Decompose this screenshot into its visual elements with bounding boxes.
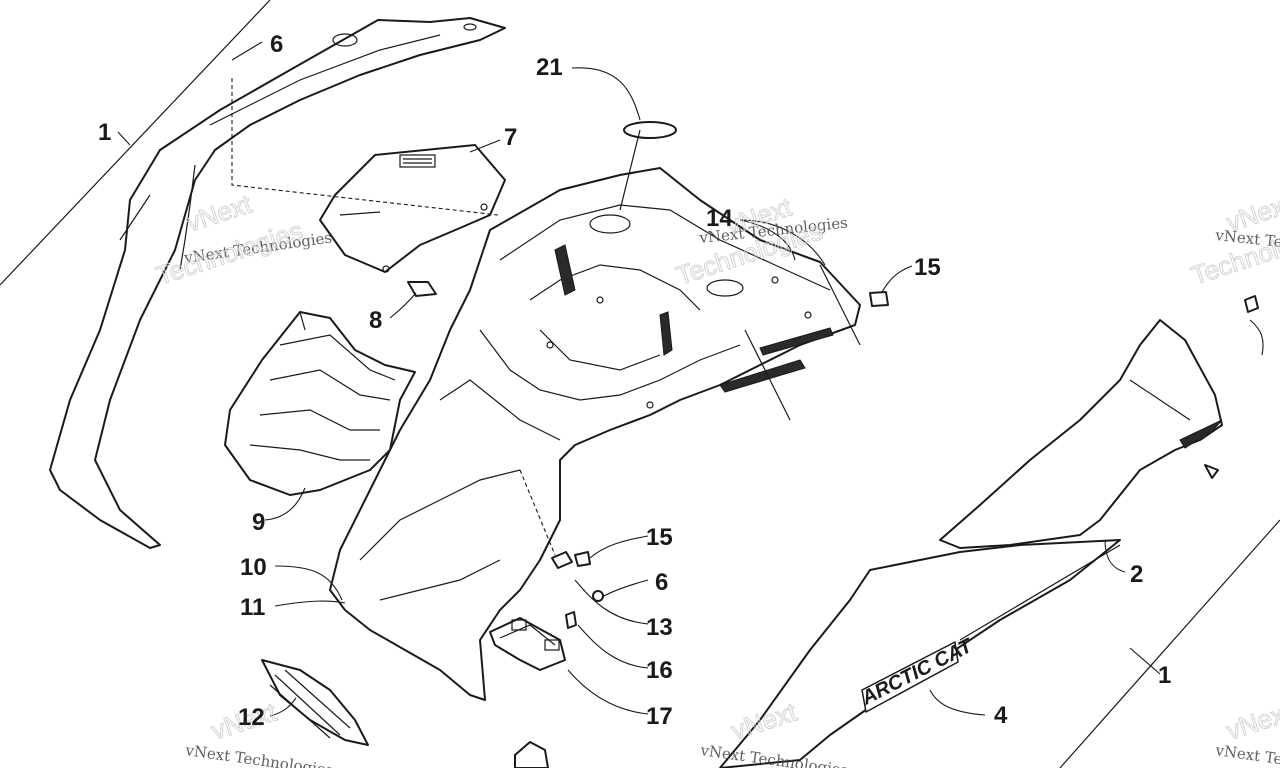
callout-12: 12 <box>238 704 265 731</box>
part-1-left-panel <box>0 0 506 549</box>
callout-13: 13 <box>646 614 673 641</box>
callout-15-center: 15 <box>646 524 673 551</box>
callout-15-right: 15 <box>914 254 941 281</box>
part-17-bracket <box>489 617 566 671</box>
watermark-text: vNext Technologies <box>183 741 334 768</box>
callout-6-top: 6 <box>270 31 283 58</box>
callout-1-right: 1 <box>1158 662 1171 689</box>
part-2-right-panel <box>939 295 1259 549</box>
part-15-clip <box>869 291 889 307</box>
callout-6-center: 6 <box>655 569 668 596</box>
callout-8: 8 <box>369 307 382 334</box>
fasteners-center <box>551 551 604 629</box>
part-21-badge <box>623 121 677 139</box>
watermark-text: vNext <box>183 188 256 237</box>
part-12-grille <box>261 659 369 746</box>
callout-9: 9 <box>252 509 265 536</box>
callout-4: 4 <box>994 702 1008 729</box>
callout-10: 10 <box>240 554 267 581</box>
part-8-clip <box>407 281 437 297</box>
callout-11: 11 <box>240 594 265 621</box>
callout-16: 16 <box>646 657 673 684</box>
callout-labels: 1 1 2 4 6 6 7 8 9 10 11 12 13 14 15 15 1… <box>98 31 1171 731</box>
callout-1-left: 1 <box>98 119 111 146</box>
part-4-decal-panel: ARCTIC CAT <box>719 519 1280 768</box>
callout-21: 21 <box>536 54 563 81</box>
callout-7: 7 <box>504 124 517 151</box>
watermark-text: vNext <box>1223 696 1280 745</box>
leader-lines <box>117 41 1264 717</box>
callout-2: 2 <box>1130 561 1143 588</box>
callout-14: 14 <box>706 205 733 232</box>
bottom-part <box>514 741 549 768</box>
part-7-panel <box>319 144 506 273</box>
watermark-text: vNext Technologies <box>1213 741 1280 768</box>
watermark-text: vNext <box>1223 188 1280 237</box>
callout-17: 17 <box>646 703 673 730</box>
main-hood <box>329 167 861 701</box>
